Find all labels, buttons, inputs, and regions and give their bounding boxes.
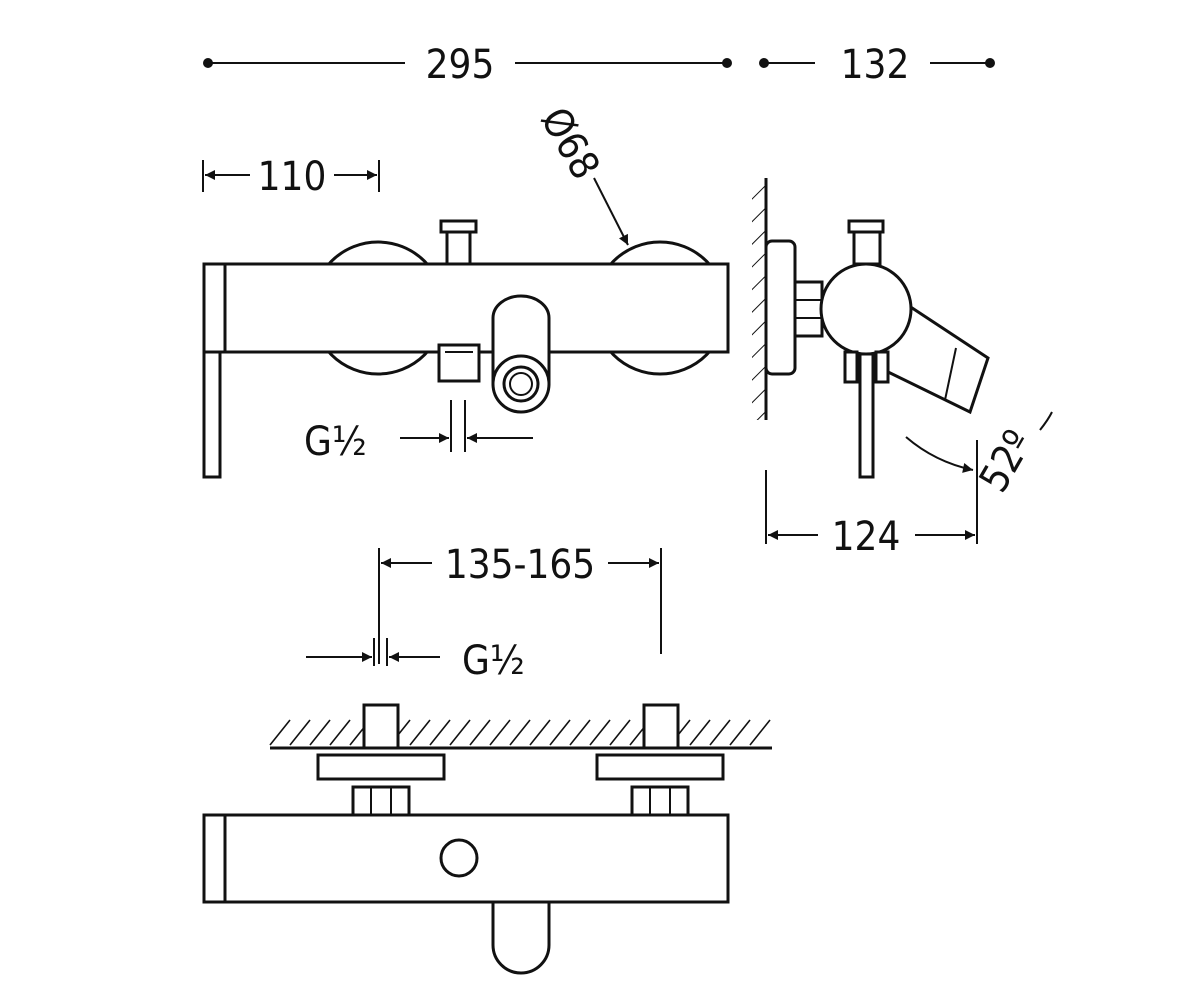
dimension-handle-to-cap: 110 [202,154,380,200]
bottom-fitting-left [843,350,859,384]
end-cap-plan [202,813,227,904]
lever-side [858,352,875,479]
dimension-spout-angle: 52º [905,411,1053,500]
dimension-handle-diameter: Ø68 [531,100,629,246]
hex-nut [793,280,824,338]
dimension-inlet-thread-front: G½ [304,400,533,465]
shower-outlet [437,343,481,383]
dim-label-124: 124 [832,514,901,560]
dim-label-132: 132 [841,42,910,88]
dimension-inlet-thread-top: G½ [306,638,525,684]
spout-plan [491,898,551,975]
side-view [752,178,990,479]
plan-view [202,703,772,975]
spout-outlet [491,354,551,414]
dim-label-diameter-68: Ø68 [531,100,608,187]
wall-escutcheon [764,239,797,376]
diverter-stem-side [852,230,882,266]
union-nut-right [630,785,690,817]
diverter-knob-side [847,219,885,234]
dim-label-110: 110 [258,154,327,200]
body-side [819,262,913,356]
dim-label-52-degrees: 52º [971,423,1042,500]
bottom-fitting-right [874,350,890,384]
dim-label-295: 295 [426,42,495,88]
inlet-stub-right [642,703,680,750]
inlet-stub-left [362,703,400,750]
diverter-knob [439,219,478,234]
flange-right [595,753,725,781]
mixer-body [223,262,730,354]
dimension-depth: 132 [759,42,995,88]
wall-hatch [752,178,766,420]
wall-hatch-plan [269,719,771,746]
flange-left [316,753,446,781]
front-view [202,219,730,479]
lever-handle [202,350,222,479]
diverter-knob-plan [439,838,479,878]
dimension-spout-reach: 124 [765,440,978,560]
dim-label-g-half-top: G½ [462,638,525,684]
dim-label-135-165: 135-165 [445,542,595,588]
union-nut-left [351,785,411,817]
end-cap [202,262,227,354]
diverter-stem [445,230,472,266]
dimension-overall-width: 295 [203,42,732,88]
dimension-inlet-spacing: 135-165 [378,542,662,664]
dim-label-g-half-front: G½ [304,419,367,465]
